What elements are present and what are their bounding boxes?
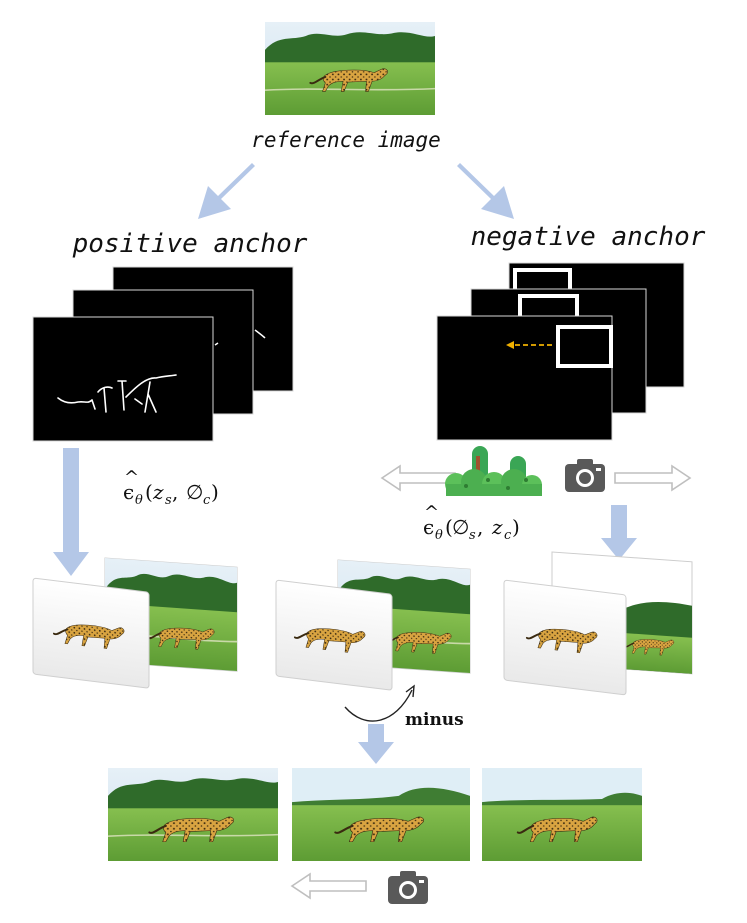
formula-positive-theta: θ bbox=[135, 493, 143, 508]
camera-icon-bottom bbox=[388, 871, 428, 904]
formula-positive-z-sub: s bbox=[165, 493, 172, 508]
formula-positive-comma: , bbox=[172, 480, 178, 504]
minus-label: minus bbox=[405, 710, 464, 730]
split-arrow-left bbox=[198, 163, 255, 219]
split-arrow-right bbox=[457, 163, 514, 219]
foreground-card-right bbox=[503, 579, 627, 696]
negative-anchor-stack bbox=[436, 262, 685, 441]
curved-arrow-icon bbox=[344, 689, 413, 722]
formula-negative-close: ) bbox=[512, 515, 520, 539]
positive-anchor-stack bbox=[32, 266, 294, 442]
formula-positive-phi: ∅ bbox=[186, 480, 203, 504]
formula-negative-hat: ^ bbox=[424, 502, 439, 523]
formula-positive-eps: ϵ bbox=[123, 480, 134, 504]
result-image-3 bbox=[482, 768, 642, 861]
formula-negative-eps: ϵ bbox=[423, 515, 434, 539]
formula-negative: ϵ ^ θ ( ∅ s , z c ) bbox=[423, 502, 520, 543]
formula-positive: ϵ ^ θ ( z s , ∅ c ) bbox=[123, 467, 219, 508]
formula-negative-z: z bbox=[491, 515, 503, 539]
positive-output-pair bbox=[32, 557, 238, 689]
formula-positive-phi-sub: c bbox=[203, 493, 211, 508]
formula-negative-phi: ∅ bbox=[452, 515, 469, 539]
sketch-lines bbox=[57, 374, 177, 413]
middle-output-pair bbox=[275, 559, 471, 691]
formula-positive-open: ( bbox=[145, 480, 153, 504]
left-arrow-icon bbox=[290, 872, 367, 900]
formula-negative-comma: , bbox=[477, 515, 483, 539]
formula-negative-phi-sub: s bbox=[469, 528, 476, 543]
down-arrow-right bbox=[601, 505, 637, 560]
box-outline bbox=[556, 325, 613, 368]
camera-icon bbox=[565, 459, 605, 492]
formula-positive-z: z bbox=[152, 480, 164, 504]
foreground-card-middle bbox=[275, 579, 393, 691]
formula-positive-close: ) bbox=[211, 480, 219, 504]
formula-negative-open: ( bbox=[445, 515, 453, 539]
negative-anchor-label: negative anchor bbox=[471, 222, 706, 252]
positive-anchor-label: positive anchor bbox=[72, 229, 308, 259]
result-image-2 bbox=[292, 768, 470, 861]
formula-negative-theta: θ bbox=[435, 528, 443, 543]
down-arrow-left bbox=[53, 448, 89, 576]
right-output-pair bbox=[503, 551, 693, 696]
bush-icon bbox=[445, 446, 542, 496]
result-image-1 bbox=[107, 767, 279, 862]
reference-label: reference image bbox=[251, 128, 441, 152]
sketch-mask-front bbox=[32, 316, 214, 442]
box-mask-front bbox=[436, 315, 613, 441]
down-arrow-middle bbox=[358, 724, 394, 764]
foreground-card-left bbox=[32, 577, 150, 689]
reference-image bbox=[264, 21, 436, 116]
formula-negative-z-sub: c bbox=[504, 528, 512, 543]
formula-positive-hat: ^ bbox=[124, 467, 139, 488]
